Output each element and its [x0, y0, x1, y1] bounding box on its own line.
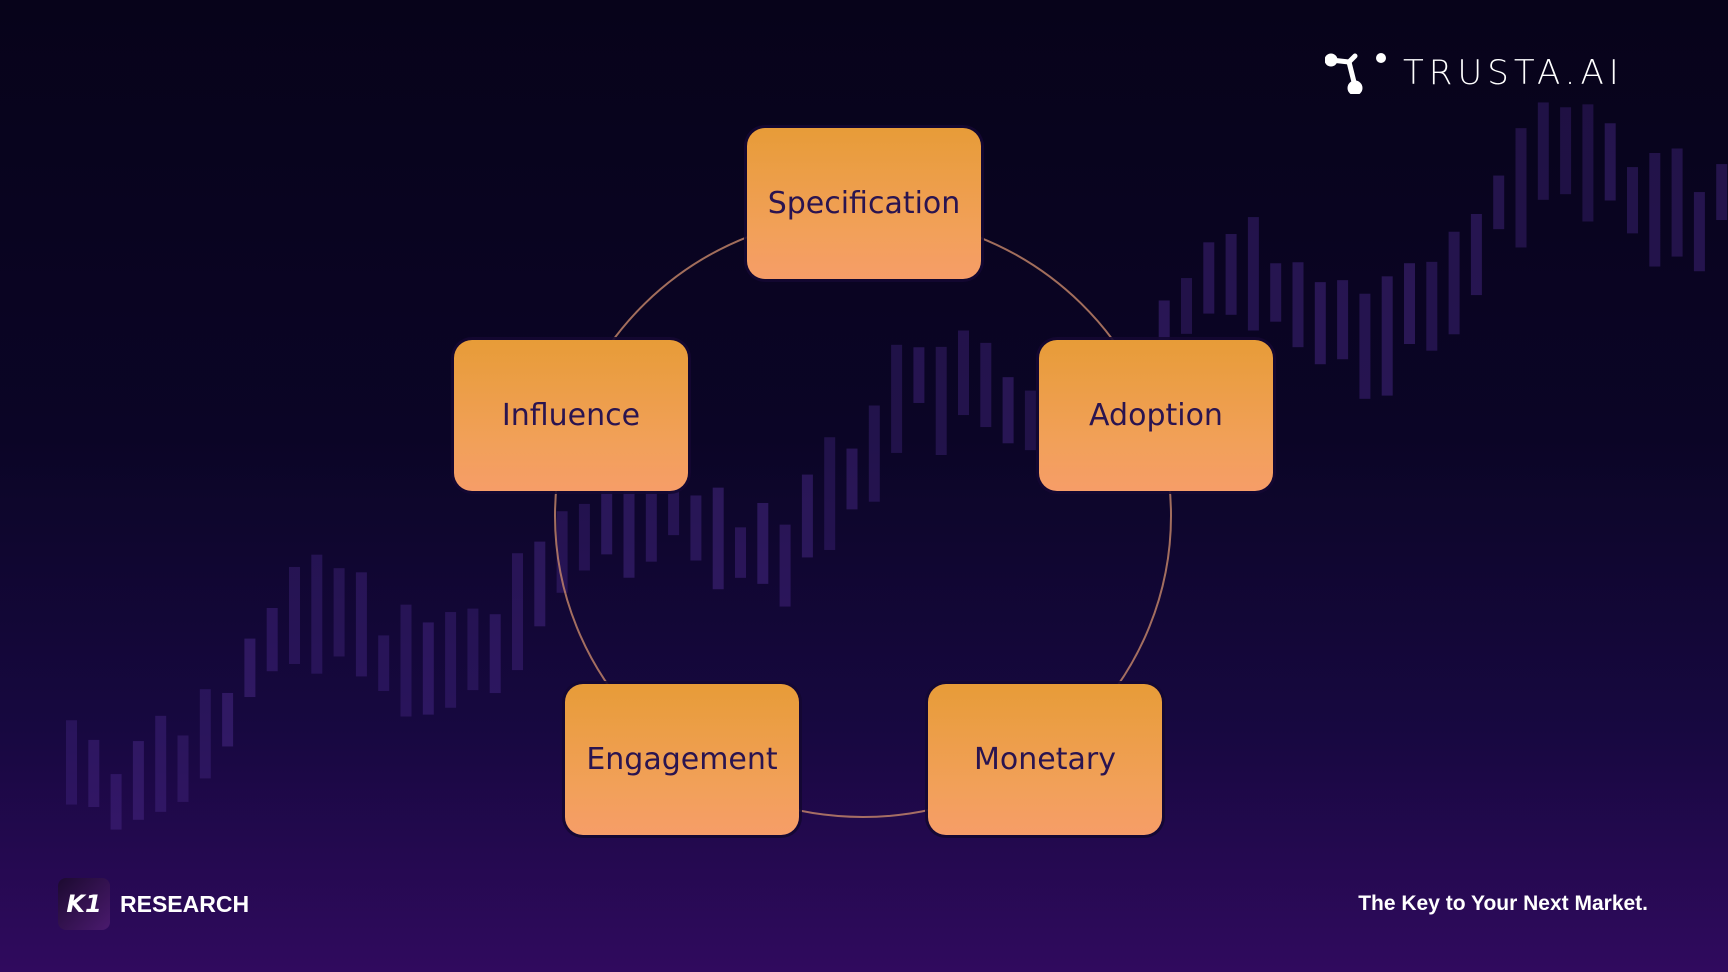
- background-bar: [311, 554, 323, 674]
- background-bar: [66, 720, 77, 805]
- background-bar: [1292, 262, 1304, 348]
- background-bar: [980, 342, 992, 428]
- background-bar: [824, 437, 836, 550]
- background-bar: [467, 608, 479, 691]
- background-bar: [1404, 263, 1415, 345]
- tagline: The Key to Your Next Market.: [1358, 892, 1648, 915]
- node-engagement: Engagement: [565, 684, 799, 835]
- background-bar: [333, 568, 345, 657]
- background-bar: [1582, 104, 1594, 222]
- background-bar: [735, 527, 746, 578]
- background-bar: [155, 715, 167, 812]
- node-label: Influence: [501, 398, 641, 433]
- background-bar: [1247, 217, 1259, 331]
- background-bar: [1270, 263, 1282, 322]
- node-label: Engagement: [586, 742, 778, 777]
- background-bar: [958, 330, 969, 416]
- node-adoption: Adoption: [1039, 340, 1273, 491]
- background-bar: [1225, 234, 1237, 315]
- background-bar: [222, 692, 234, 747]
- node-label: Specification: [767, 186, 961, 221]
- background-bar: [712, 487, 724, 590]
- background-bar: [110, 774, 122, 830]
- background-bar: [578, 503, 590, 571]
- background-bar: [88, 739, 100, 807]
- node-label: Adoption: [1089, 398, 1223, 433]
- background-bar: [913, 347, 925, 403]
- background-bar: [445, 612, 457, 708]
- background-bar: [846, 448, 858, 510]
- background-bar: [1493, 175, 1505, 230]
- background-bar: [556, 511, 568, 593]
- background-bar: [1537, 102, 1549, 200]
- background-bar: [378, 635, 390, 691]
- background-bar: [891, 344, 903, 453]
- background-bar: [177, 735, 189, 802]
- background-bar: [1448, 231, 1460, 335]
- background-bar: [1314, 282, 1326, 365]
- background-bar: [244, 638, 256, 698]
- background-bar: [1470, 213, 1482, 296]
- research-wordmark: RESEARCH: [120, 890, 250, 917]
- background-bar: [757, 502, 769, 584]
- background-bar: [1716, 164, 1728, 221]
- background-bar: [1604, 123, 1616, 201]
- background-bar: [1426, 261, 1438, 351]
- background-bar: [1203, 242, 1215, 314]
- background-bar: [935, 346, 947, 456]
- background-bar: [1649, 152, 1661, 267]
- trusta-molecule-icon: [1325, 53, 1386, 94]
- background-bar: [534, 541, 546, 627]
- background-bar: [1024, 390, 1036, 451]
- background-bar: [422, 622, 434, 715]
- background-bar: [266, 607, 278, 672]
- background-bar: [489, 614, 501, 694]
- background-bar: [1002, 377, 1014, 444]
- k1-badge-icon: K1: [58, 878, 110, 930]
- background-bar: [645, 459, 657, 562]
- background-bar: [1627, 167, 1638, 234]
- node-specification: Specification: [747, 128, 981, 279]
- background-bar: [1515, 128, 1527, 248]
- background-bar: [400, 604, 412, 717]
- background-bar: [690, 495, 702, 561]
- background-bar: [1337, 280, 1349, 360]
- background-bar: [779, 524, 791, 607]
- background-bar: [1181, 278, 1192, 334]
- background-bar: [601, 485, 613, 555]
- background-bar: [1158, 300, 1170, 376]
- background-bar: [623, 459, 635, 578]
- background-bar: [132, 741, 144, 820]
- background-bar: [355, 572, 367, 677]
- node-label: Monetary: [974, 742, 1116, 777]
- background-bar: [1671, 148, 1683, 257]
- trusta-logo: TRUSTA.AI: [1325, 52, 1624, 94]
- background-bar: [1359, 293, 1371, 399]
- background-bar: [289, 566, 300, 664]
- background-bar: [668, 483, 680, 536]
- background-bar: [868, 405, 880, 502]
- background-bar: [1381, 276, 1393, 396]
- background-bar: [199, 689, 211, 779]
- trusta-wordmark: TRUSTA.AI: [1403, 53, 1624, 93]
- background-bar: [512, 553, 523, 671]
- background-bar: [1560, 107, 1572, 195]
- background-bar: [801, 474, 813, 558]
- k1-research-logo: K1 RESEARCH: [58, 878, 249, 930]
- background-bar: [1693, 192, 1705, 272]
- node-monetary: Monetary: [928, 684, 1162, 835]
- node-influence: Influence: [454, 340, 688, 491]
